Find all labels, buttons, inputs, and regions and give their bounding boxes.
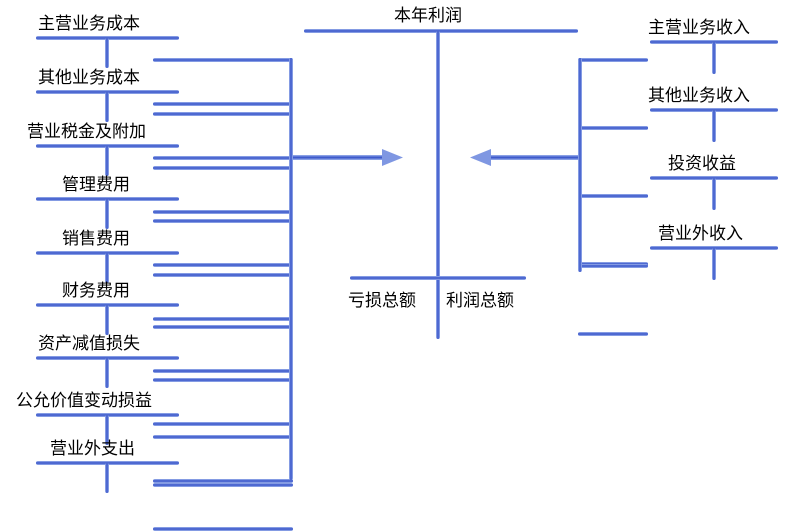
cost-account-link-top: [153, 112, 293, 116]
income-account-stem: [712, 110, 716, 142]
center-bottom-bar: [350, 276, 526, 280]
cost-account-link-top: [153, 325, 293, 329]
cost-account-label: 主营业务成本: [38, 14, 140, 34]
cost-account-link-top: [153, 483, 293, 487]
cost-account-link-top: [153, 58, 293, 62]
center-bottom-right-label: 利润总额: [446, 291, 514, 311]
income-account-stem: [712, 248, 716, 280]
cost-account-link-top: [153, 219, 293, 223]
income-account-label: 主营业务收入: [648, 18, 750, 38]
cost-account-stem: [105, 92, 109, 122]
left-arrow-icon: [293, 149, 403, 166]
right-arrow-icon: [470, 149, 578, 166]
cost-account-label: 财务费用: [62, 281, 130, 301]
cost-account-link-top: [153, 435, 293, 439]
cost-account-stem: [105, 253, 109, 283]
cost-account-link-bottom: [153, 479, 293, 483]
income-account-link-top: [578, 194, 648, 198]
right-collector-bar: [578, 58, 582, 272]
cost-account-link-bottom: [153, 263, 293, 267]
profit-structure-diagram: 本年利润 亏损总额 利润总额 主营业务成本其他业务成本营业税金及附加管理费用销售…: [16, 6, 778, 531]
cost-account-stem: [105, 146, 109, 176]
income-account-link-bottom: [578, 332, 648, 336]
cost-account-link-bottom: [153, 102, 293, 106]
center-title: 本年利润: [394, 6, 462, 26]
cost-account-stem: [105, 305, 109, 335]
cost-account-stem: [105, 38, 109, 68]
center-stem: [436, 31, 440, 339]
cost-account-link-top: [153, 273, 293, 277]
cost-account-link-bottom: [153, 527, 293, 531]
income-account-stem: [712, 42, 716, 74]
cost-account-label: 营业税金及附加: [27, 122, 146, 142]
income-account-label: 营业外收入: [658, 224, 743, 244]
cost-account-stem: [105, 358, 109, 388]
cost-account-stem: [105, 415, 109, 445]
cost-account-label: 销售费用: [62, 229, 130, 249]
cost-account-stem: [105, 463, 109, 493]
cost-account-link-bottom: [153, 422, 293, 426]
income-account-label: 投资收益: [668, 154, 736, 174]
cost-account-link-top: [153, 378, 293, 382]
cost-account-link-bottom: [153, 156, 293, 160]
cost-account-label: 管理费用: [62, 175, 130, 195]
cost-account-label: 其他业务成本: [38, 68, 140, 88]
center-top-bar: [304, 29, 578, 33]
income-account-link-top: [578, 58, 648, 62]
cost-account-stem: [105, 199, 109, 229]
cost-account-link-bottom: [153, 210, 293, 214]
cost-account-label: 公允价值变动损益: [16, 391, 152, 411]
cost-account-label: 营业外支出: [50, 439, 135, 459]
income-account-stem: [712, 178, 716, 210]
cost-account-link-bottom: [153, 317, 293, 321]
income-account-link-top: [578, 126, 648, 130]
cost-account-link-top: [153, 166, 293, 170]
cost-account-link-bottom: [153, 369, 293, 373]
center-bottom-left-label: 亏损总额: [348, 291, 416, 311]
income-account-label: 其他业务收入: [648, 86, 750, 106]
cost-account-label: 资产减值损失: [38, 334, 140, 354]
left-collector-bar: [289, 58, 293, 480]
income-account-link-top: [578, 264, 648, 268]
